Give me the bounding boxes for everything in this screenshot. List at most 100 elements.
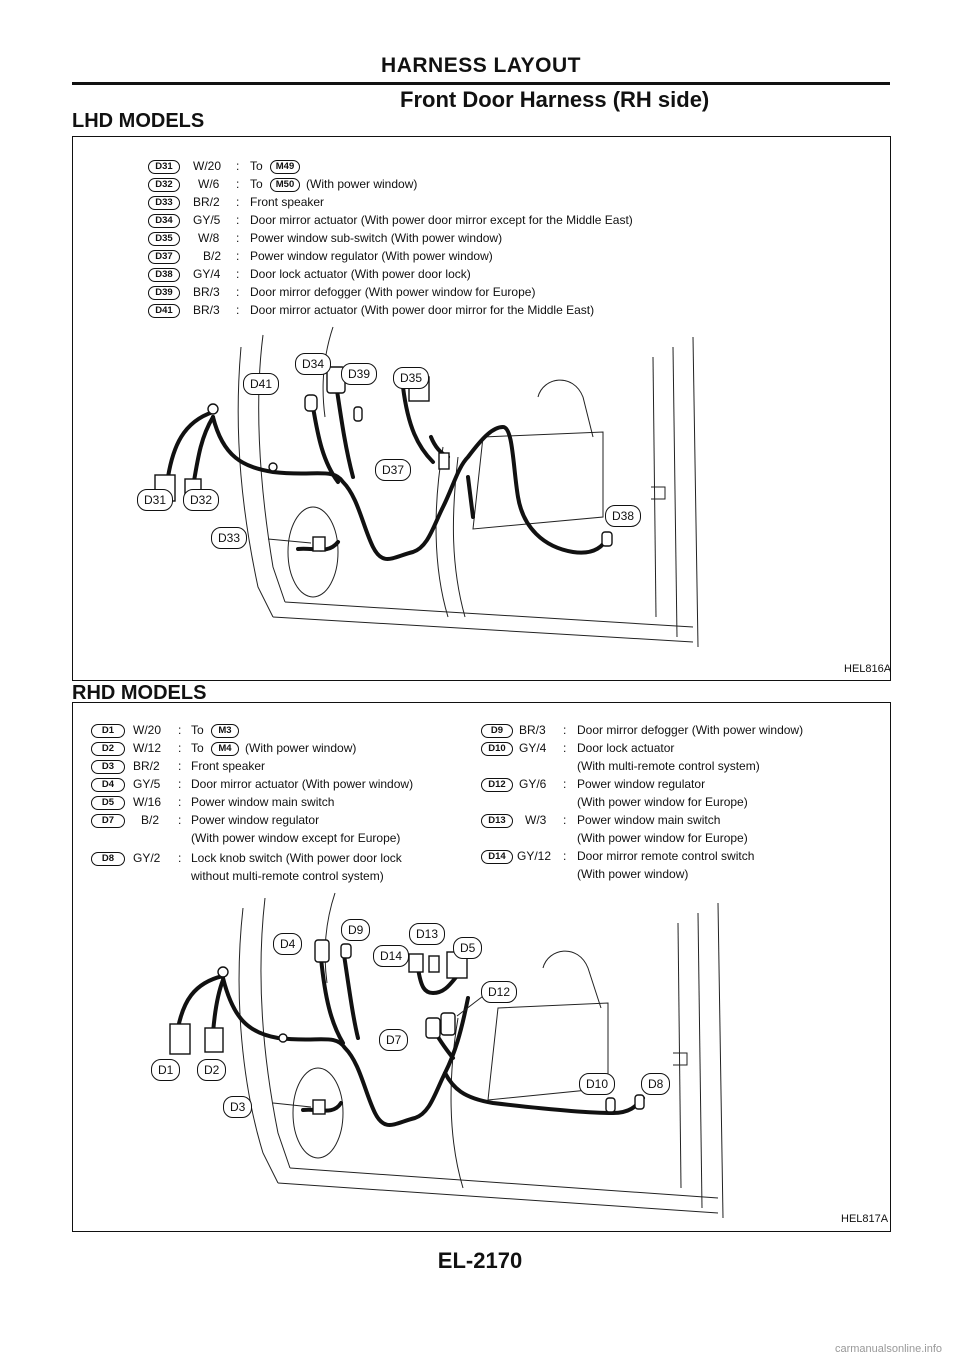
colon: : [236, 177, 240, 191]
callout-d38: D38 [605, 505, 642, 527]
ref-tag: M4 [211, 742, 239, 756]
header-rule [72, 82, 890, 85]
figure-code: HEL817A [841, 1213, 889, 1225]
wire-spec: BR/3 [193, 303, 220, 317]
callout-d39: D39 [341, 363, 378, 385]
colon: : [236, 159, 240, 173]
connector-tag: D9 [481, 724, 513, 738]
wire-spec: GY/12 [517, 849, 552, 863]
connector-desc: Power window main switch [191, 795, 335, 809]
connector-tag: D13 [481, 814, 513, 828]
connector-tag: D12 [481, 778, 513, 792]
callout-d37: D37 [375, 459, 412, 481]
callout-d14: D14 [373, 945, 410, 967]
connector-tag: D1 [91, 724, 125, 738]
connector-tag: D34 [148, 214, 180, 228]
wire-spec: B/2 [203, 249, 222, 263]
callout-d4: D4 [273, 933, 303, 955]
connector-desc-extra: (With power window) [306, 177, 418, 191]
connector-desc: Door mirror defogger (With power window … [250, 285, 536, 299]
rhd-legend-right: D9 BR/3 : Door mirror defogger (With pow… [473, 703, 890, 883]
callout-d12: D12 [481, 981, 518, 1003]
lhd-door-diagram [154, 326, 699, 648]
callout-d31: D31 [137, 489, 174, 511]
colon: : [178, 813, 182, 827]
connector-desc: Door mirror actuator (With power door mi… [250, 213, 633, 227]
colon: : [236, 303, 240, 317]
page-number: EL-2170 [437, 1248, 523, 1273]
colon: : [236, 249, 240, 263]
wire-spec: GY/5 [133, 777, 161, 791]
connector-desc-continued: (With power window for Europe) [577, 795, 748, 809]
wire-spec: W/20 [193, 159, 222, 173]
ref-tag: M50 [270, 178, 300, 192]
callout-d9: D9 [341, 919, 371, 941]
connector-tag: D33 [148, 196, 180, 210]
colon: : [563, 741, 567, 755]
colon: : [236, 213, 240, 227]
callout-d2: D2 [197, 1059, 227, 1081]
page-subtitle: Front Door Harness (RH side) [400, 87, 710, 112]
connector-tag: D4 [91, 778, 125, 792]
colon: : [236, 267, 240, 281]
connector-desc-continued: (With power window except for Europe) [191, 831, 401, 845]
callout-d10: D10 [579, 1073, 616, 1095]
wire-spec: BR/2 [193, 195, 220, 209]
rhd-legend-left: D1 W/20 : To M3 D2 W/12 : To M4 (With po… [73, 703, 473, 883]
colon: : [236, 195, 240, 209]
colon: : [178, 777, 182, 791]
watermark: carmanualsonline.info [834, 1343, 942, 1355]
connector-desc: Door mirror remote control switch [577, 849, 755, 863]
wire-spec: GY/4 [519, 741, 547, 755]
connector-desc: Door mirror defogger (With power window) [577, 723, 804, 737]
connector-desc: Door mirror actuator (With power door mi… [250, 303, 595, 317]
wire-spec: GY/5 [193, 213, 221, 227]
wire-spec: GY/2 [133, 851, 161, 865]
connector-desc: Power window sub-switch (With power wind… [250, 231, 503, 245]
wire-spec: BR/3 [519, 723, 546, 737]
colon: : [178, 851, 182, 865]
connector-tag: D31 [148, 160, 180, 174]
wire-spec: B/2 [141, 813, 160, 827]
connector-desc-continued: (With multi-remote control system) [577, 759, 760, 773]
connector-desc-continued: without multi-remote control system) [191, 869, 384, 883]
connector-desc: Door lock actuator (With power door lock… [250, 267, 471, 281]
connector-desc: Power window regulator [577, 777, 706, 791]
connector-desc-continued: (With power window for Europe) [577, 831, 748, 845]
page-header-title: HARNESS LAYOUT [381, 54, 581, 77]
connector-desc: Lock knob switch (With power door lock [191, 851, 402, 865]
colon: : [236, 231, 240, 245]
lhd-panel: D31 W/20 : To M49 D32 W/6 : To M50 (With… [72, 136, 891, 681]
connector-desc: To [250, 177, 263, 191]
wire-spec: GY/4 [193, 267, 221, 281]
wire-spec: W/16 [133, 795, 162, 809]
connector-tag: D39 [148, 286, 180, 300]
callout-d32: D32 [183, 489, 220, 511]
connector-tag: D10 [481, 742, 513, 756]
colon: : [563, 849, 567, 863]
callout-d35: D35 [393, 367, 430, 389]
rhd-section-label: RHD MODELS [72, 682, 207, 704]
wire-spec: W/12 [133, 741, 162, 755]
connector-tag: D37 [148, 250, 180, 264]
colon: : [236, 285, 240, 299]
connector-desc: Power window main switch [577, 813, 721, 827]
wire-spec: W/20 [133, 723, 162, 737]
connector-desc: Front speaker [191, 759, 266, 773]
connector-tag: D3 [91, 760, 125, 774]
callout-d34: D34 [295, 353, 332, 375]
connector-desc: Door mirror actuator (With power window) [191, 777, 414, 791]
connector-desc: To [191, 723, 204, 737]
connector-desc-extra: (With power window) [245, 741, 357, 755]
wire-spec: W/6 [198, 177, 220, 191]
wire-spec: BR/2 [133, 759, 160, 773]
connector-tag: D14 [481, 850, 513, 864]
callout-d1: D1 [151, 1059, 181, 1081]
ref-tag: M49 [270, 160, 300, 174]
callout-d13: D13 [409, 923, 446, 945]
connector-desc-continued: (With power window) [577, 867, 689, 881]
connector-tag: D35 [148, 232, 180, 246]
colon: : [563, 813, 567, 827]
colon: : [178, 741, 182, 755]
callout-d5: D5 [453, 937, 483, 959]
